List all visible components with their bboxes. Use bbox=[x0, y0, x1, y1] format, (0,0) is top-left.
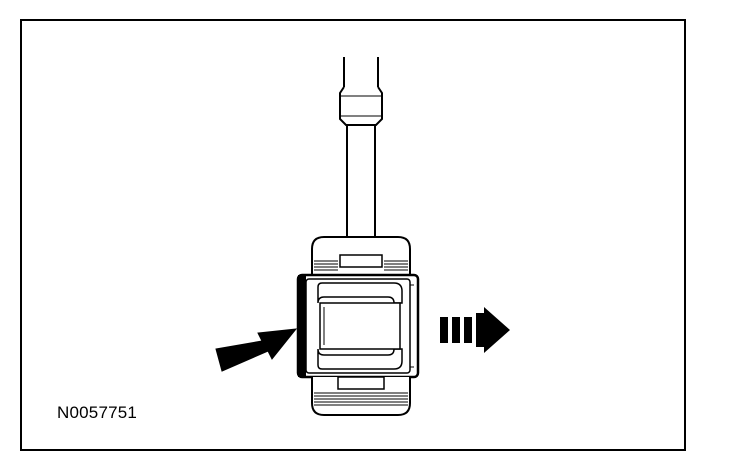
connector-housing bbox=[296, 236, 420, 416]
figure-reference-number: N0057751 bbox=[57, 403, 138, 422]
dashed-arrow-icon bbox=[440, 307, 510, 353]
solid-arrow-icon bbox=[215, 328, 298, 372]
cable bbox=[339, 57, 383, 237]
figure-frame: N0057751 bbox=[20, 19, 686, 451]
connector-illustration bbox=[215, 57, 510, 416]
